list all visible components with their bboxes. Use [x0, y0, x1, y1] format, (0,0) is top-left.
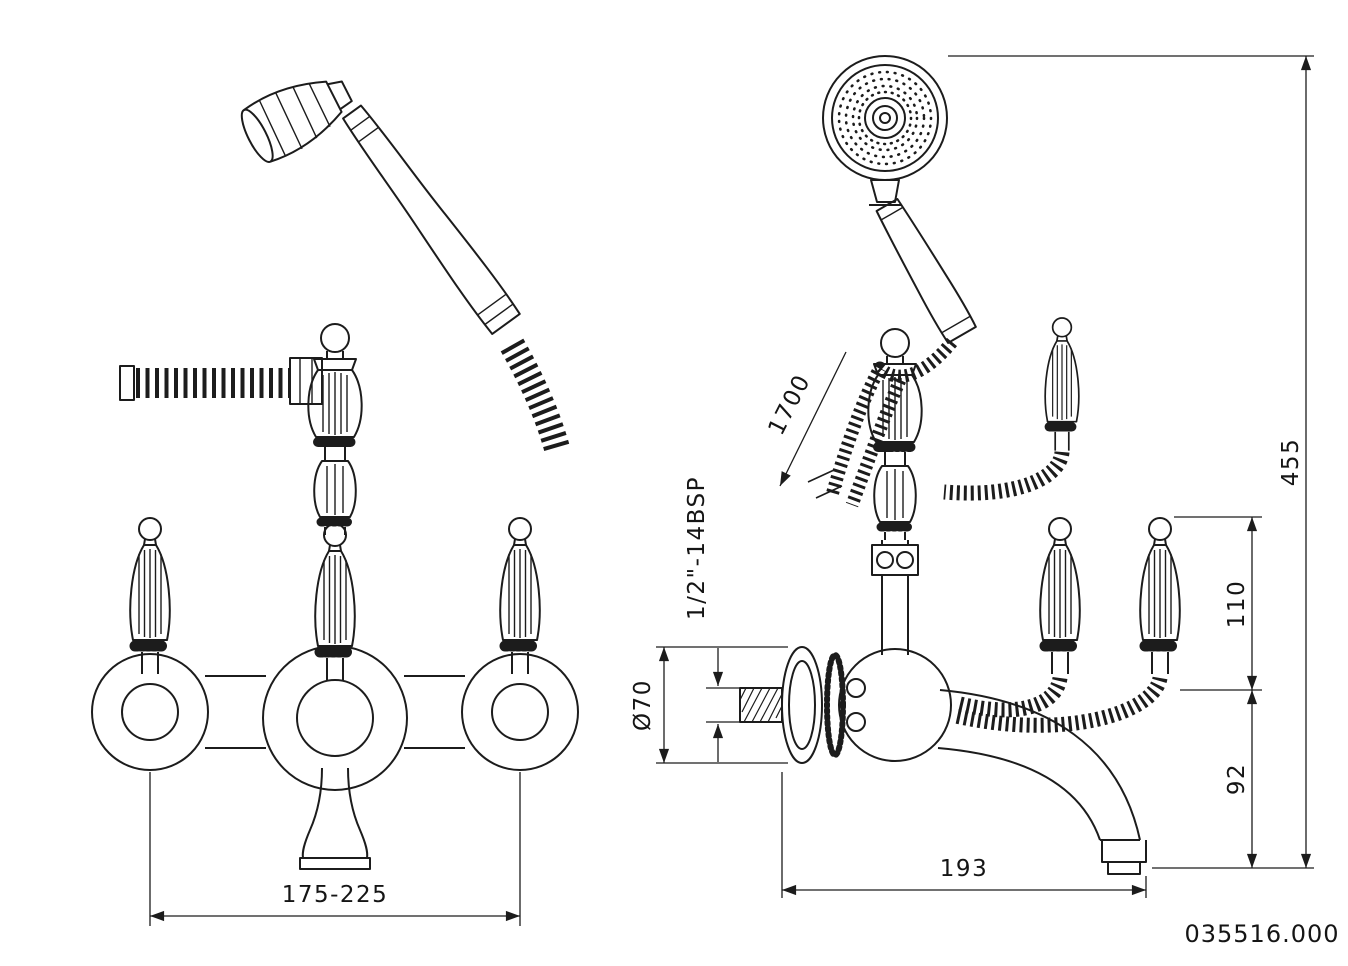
side-handle-arm-1 — [958, 676, 1068, 718]
handle-right — [500, 518, 539, 674]
dimension-label-depth: 193 — [940, 856, 988, 882]
hose-cut-marks — [807, 469, 843, 499]
body-right-inner — [491, 683, 549, 741]
side-handle-arm-2 — [954, 675, 1168, 733]
handle-left — [130, 518, 169, 674]
hose-end-fitting — [119, 365, 135, 401]
dimension-label-overall-height: 455 — [1278, 438, 1304, 486]
column-front — [308, 324, 361, 535]
diverter-block — [871, 544, 919, 576]
thread-hatch — [739, 687, 783, 723]
hand-shower-handle — [342, 104, 521, 335]
dimension-handle-height: 110 — [1174, 516, 1262, 691]
spout-outlet — [1100, 839, 1147, 875]
holder-arm — [943, 450, 1070, 501]
body-left-circle — [91, 653, 209, 771]
body-side — [838, 648, 952, 762]
part-number: 035516.000 — [1184, 920, 1339, 948]
dimension-depth: 193 — [781, 772, 1147, 898]
body-center-circle — [262, 645, 408, 791]
body-right-circle — [461, 653, 579, 771]
shower-head-face — [822, 55, 948, 181]
hose-loop — [825, 337, 958, 497]
dimension-label-thread: 1/2"-14BSP — [684, 476, 710, 620]
spout-side-bottom — [937, 747, 1101, 841]
body-center-inner — [296, 679, 374, 757]
dimension-label-spout-height: 92 — [1224, 763, 1250, 795]
handset-handle-side — [875, 198, 977, 344]
dimension-label-flange-diameter: Ø70 — [630, 679, 656, 731]
dimension-label-handle-height: 110 — [1224, 580, 1250, 628]
dimension-label-width-range: 175-225 — [282, 882, 389, 908]
wall-flange-inner — [788, 660, 816, 750]
side-view: 1700 455 — [630, 55, 1314, 898]
body-bars — [205, 675, 465, 749]
side-handle-2 — [1140, 518, 1179, 674]
handle-center — [315, 524, 354, 680]
body-left-inner — [121, 683, 179, 741]
holder-knob — [1045, 318, 1079, 451]
dimension-flange-diameter: Ø70 — [630, 646, 788, 764]
dimension-overall-height: 455 — [948, 55, 1314, 869]
shower-hose-front — [500, 338, 571, 456]
column-side — [868, 329, 921, 540]
spout-front — [301, 767, 369, 859]
dimension-width-range: 175-225 — [149, 772, 521, 926]
handset-neck-side — [869, 179, 901, 206]
flange-bead-ring — [824, 652, 846, 758]
side-handle-1 — [1040, 518, 1079, 674]
dimension-hose-length: 1700 — [764, 351, 847, 487]
spout-side-top — [939, 689, 1141, 841]
front-view: 175-225 — [91, 80, 579, 926]
dimension-thread: 1/2"-14BSP — [684, 476, 740, 762]
spout-front-rim — [299, 857, 371, 870]
dimension-spout-height: 92 — [1224, 690, 1258, 868]
hand-shower-head — [240, 80, 353, 163]
